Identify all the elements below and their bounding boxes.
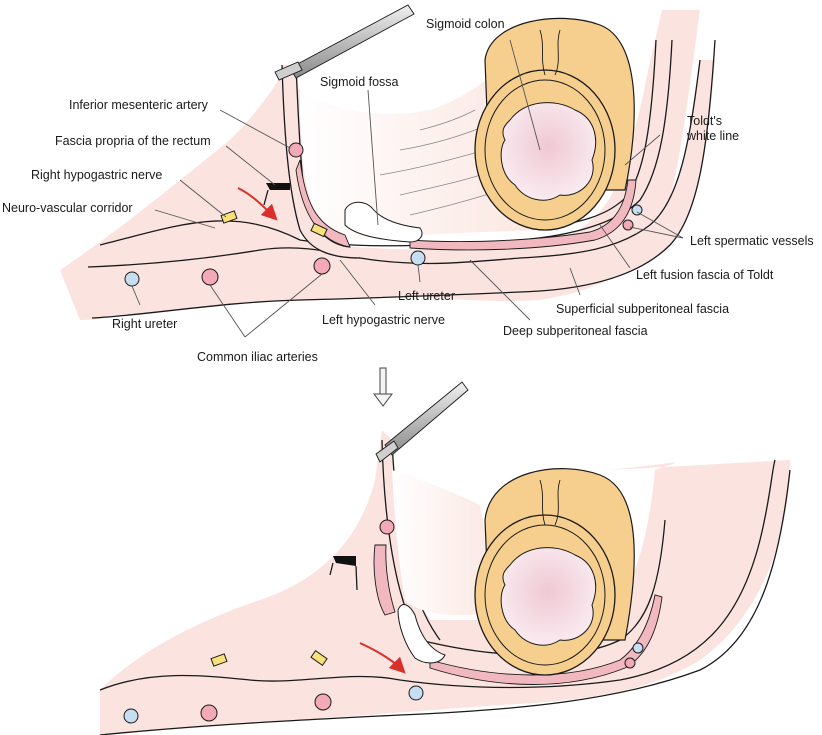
label-right-hypogastric-nerve: Right hypogastric nerve — [31, 168, 162, 182]
right-ureter-bottom — [123, 708, 139, 724]
left-spermatic-artery-bottom — [624, 657, 636, 669]
inferior-mesenteric-artery — [288, 142, 304, 158]
label-left-spermatic-vessels: Left spermatic vessels — [690, 234, 814, 248]
label-neuro-vascular-corridor: Neuro-vascular corridor — [2, 201, 133, 215]
label-deep-subperitoneal: Deep subperitoneal fascia — [503, 324, 648, 338]
grasper-instrument — [274, 4, 415, 81]
deep-fascia-line — [87, 59, 701, 268]
mesorectum — [282, 65, 360, 259]
common-iliac-artery-left — [313, 257, 331, 275]
label-toldt-line-2: white line — [686, 129, 739, 143]
top-panel: Sigmoid colon Sigmoid fossa Inferior mes… — [2, 4, 814, 364]
left-spermatic-artery — [622, 219, 634, 231]
sigmoid-mesentery-bottom — [392, 470, 500, 616]
fascia-propria-band-bottom — [373, 544, 396, 616]
label-left-fusion-fascia: Left fusion fascia of Toldt — [636, 268, 774, 282]
left-spermatic-vein — [631, 204, 643, 216]
bottom-panel — [99, 381, 791, 735]
common-iliac-artery-left-bottom — [314, 693, 332, 711]
label-toldt-line-1: Toldt's — [687, 114, 722, 128]
subperitoneal-band — [88, 60, 715, 318]
label-fascia-propria: Fascia propria of the rectum — [55, 134, 211, 148]
label-superficial-subperitoneal: Superficial subperitoneal fascia — [556, 302, 729, 316]
left-hypogastric-nerve-bottom — [310, 650, 328, 666]
dissection-arrow — [237, 187, 278, 221]
avascular-plane — [344, 201, 423, 243]
right-hypogastric-nerve-bottom — [210, 653, 228, 667]
left-ureter-bottom — [408, 685, 424, 701]
sigmoid-colon — [474, 17, 635, 231]
inferior-mesenteric-artery-bottom — [379, 519, 395, 535]
transition-arrow — [373, 367, 393, 407]
sigmoid-mesentery — [300, 70, 540, 240]
colon-mucosa — [500, 102, 597, 201]
bottom-tissue — [100, 430, 790, 735]
toldt-fusion-fascia — [409, 179, 637, 251]
right-hypogastric-nerve — [220, 210, 238, 224]
left-ureter — [410, 250, 426, 266]
leader-lines — [131, 39, 684, 338]
common-iliac-artery-right-bottom — [200, 704, 218, 722]
fascia-propria-marker — [266, 183, 290, 190]
label-inferior-mesenteric-artery: Inferior mesenteric artery — [69, 98, 209, 112]
fascia-propria-marker-bottom — [333, 556, 356, 566]
dissection-arrow-bottom — [359, 642, 406, 674]
label-right-ureter: Right ureter — [112, 317, 177, 331]
retroperitoneum-tissue — [60, 10, 700, 320]
sigmoid-colon-bottom — [474, 468, 635, 676]
label-left-hypogastric-nerve: Left hypogastric nerve — [322, 313, 445, 327]
label-sigmoid-colon: Sigmoid colon — [426, 17, 505, 31]
label-common-iliac-arteries: Common iliac arteries — [197, 350, 318, 364]
avascular-plane-bottom — [397, 604, 446, 664]
left-hypogastric-nerve — [310, 222, 328, 238]
label-left-ureter: Left ureter — [398, 289, 455, 303]
left-spermatic-vein-bottom — [632, 642, 644, 654]
common-iliac-artery-right — [201, 268, 219, 286]
right-ureter — [124, 271, 140, 287]
grasper-instrument-bottom — [375, 381, 469, 463]
label-sigmoid-fossa: Sigmoid fossa — [320, 75, 399, 89]
